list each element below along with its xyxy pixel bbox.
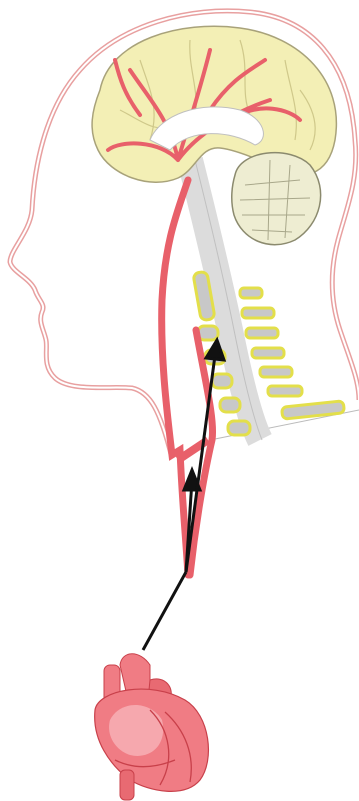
vertebra bbox=[268, 386, 302, 396]
cerebellum bbox=[232, 153, 321, 245]
vertebra bbox=[220, 398, 240, 412]
vertebra bbox=[252, 348, 284, 358]
vertebra bbox=[260, 367, 292, 377]
vertebra bbox=[212, 374, 232, 388]
vertebra bbox=[282, 401, 345, 419]
vertebra bbox=[240, 288, 262, 298]
flow-arrow bbox=[143, 572, 186, 650]
flow-arrow bbox=[186, 348, 216, 572]
vertebra bbox=[246, 328, 278, 338]
vertebra bbox=[242, 308, 274, 318]
heart bbox=[95, 654, 209, 800]
vertebra bbox=[228, 421, 250, 435]
